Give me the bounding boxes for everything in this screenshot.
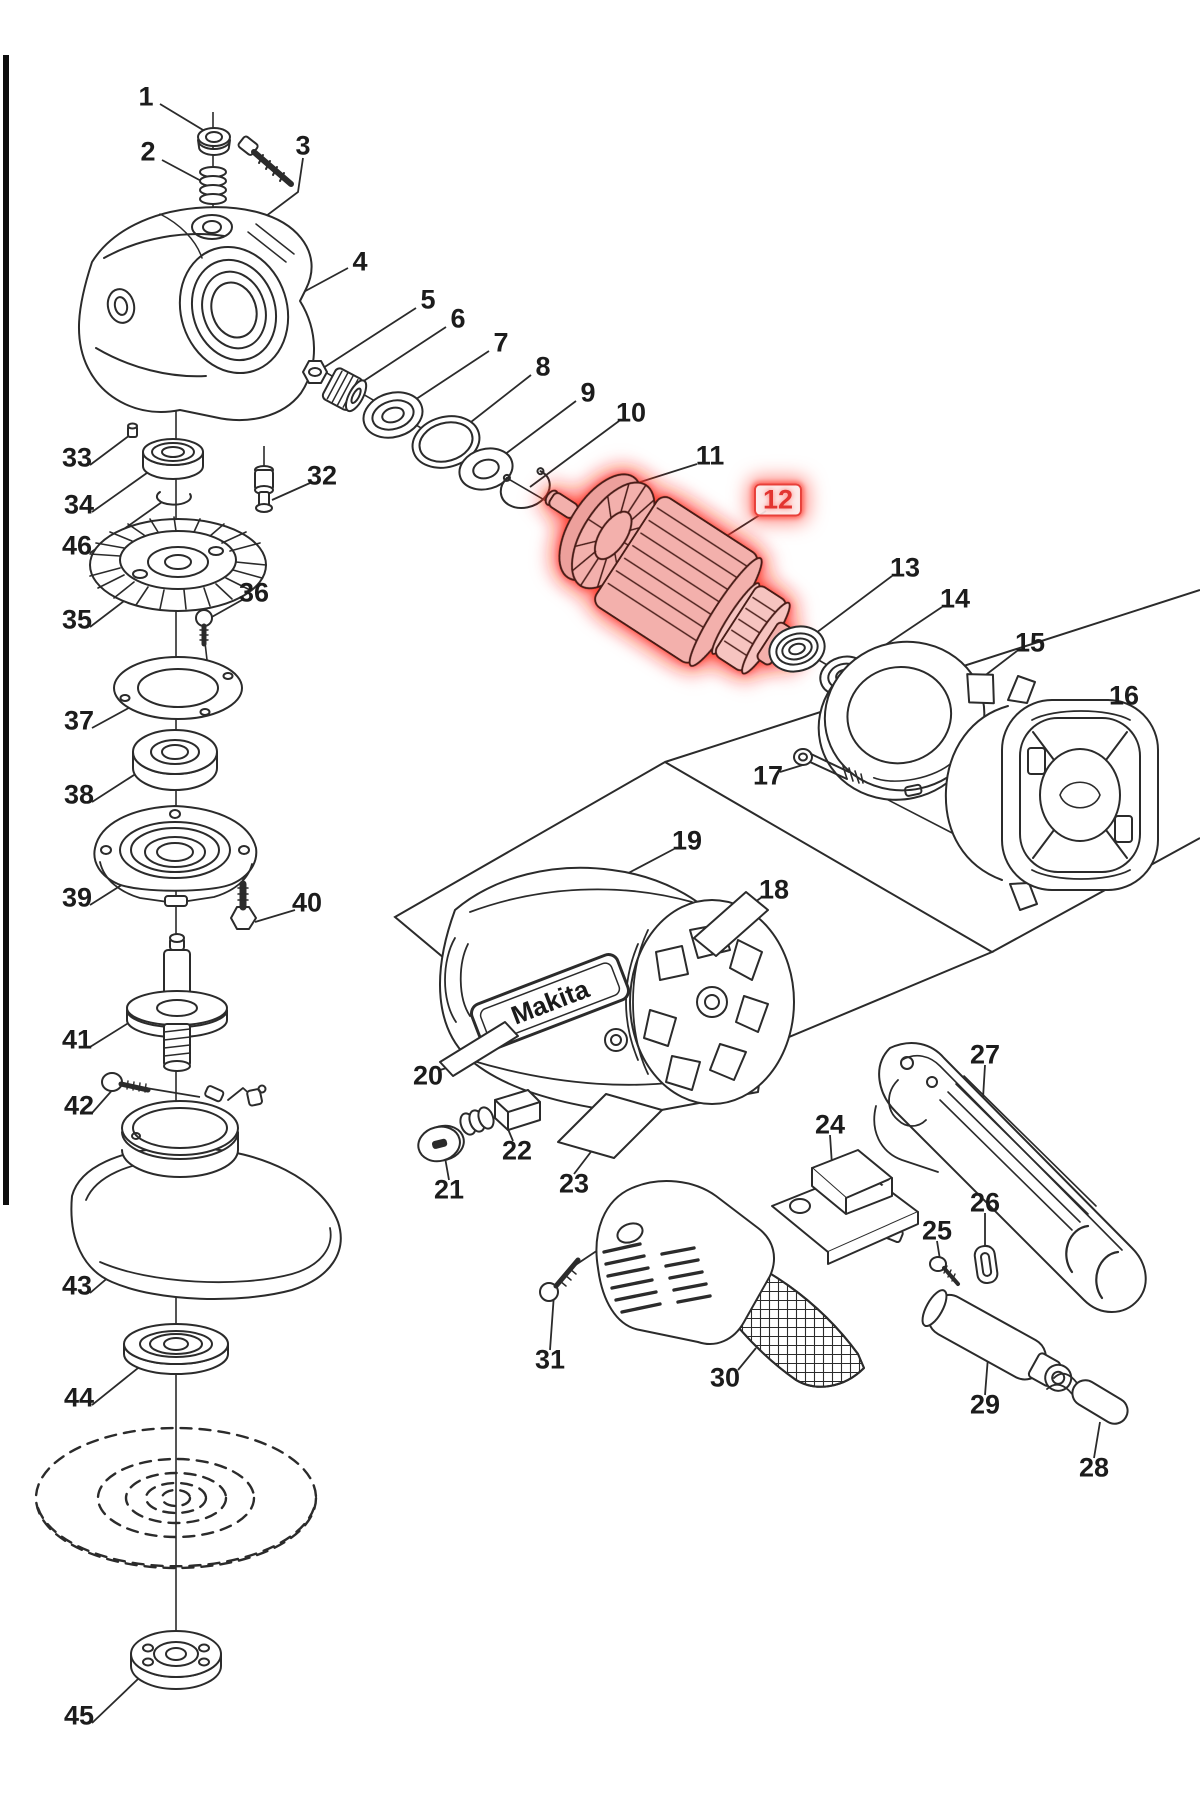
- grip-tube-part-29: [921, 1289, 1073, 1392]
- part-label-38: 38: [63, 779, 95, 810]
- part-label-43: 43: [61, 1270, 93, 1301]
- part-label-18: 18: [758, 874, 790, 905]
- circlip-part-10: [499, 467, 551, 509]
- part-label-30: 30: [709, 1362, 741, 1393]
- part-label-15: 15: [1014, 627, 1046, 658]
- screw-part-42: [101, 1072, 151, 1093]
- bearing-box-part-39: [93, 805, 258, 907]
- part-label-6: 6: [450, 303, 466, 334]
- part-label-9: 9: [580, 377, 596, 408]
- plate-part-37: [113, 656, 243, 720]
- part-label-39: 39: [61, 882, 93, 913]
- part-label-32: 32: [306, 460, 338, 491]
- part-label-27: 27: [969, 1039, 1001, 1070]
- grinding-wheel-phantom: [34, 1426, 318, 1570]
- part-label-11: 11: [695, 440, 725, 471]
- screw-part-3: [237, 135, 294, 187]
- part-label-20: 20: [412, 1060, 444, 1091]
- motor-housing-part-19: Makita: [439, 866, 795, 1115]
- shaft-lock-part-32: [254, 465, 274, 513]
- washer-part-9: [458, 447, 514, 491]
- brush-cap-part-21: [417, 1124, 465, 1163]
- screw-part-36: [195, 609, 213, 647]
- stator-part-16: [944, 675, 1159, 911]
- part-label-45: 45: [63, 1700, 95, 1731]
- part-label-22: 22: [501, 1135, 533, 1166]
- ball-bearing-part-34: [142, 438, 204, 480]
- hex-bolt-part-40: [230, 880, 257, 930]
- ring-part-8: [411, 415, 481, 469]
- part-label-4: 4: [352, 246, 368, 277]
- part-label-33: 33: [61, 442, 93, 473]
- inner-flange-part-44: [123, 1323, 229, 1375]
- wheel-guard-part-43: [70, 1084, 342, 1301]
- handle-cover-part-27: [873, 1042, 1147, 1313]
- part-label-37: 37: [63, 705, 95, 736]
- part-label-34: 34: [63, 489, 95, 520]
- snap-ring-part-46: [155, 491, 192, 506]
- part-label-17: 17: [752, 760, 784, 791]
- leader-lines: [89, 103, 1112, 1724]
- label-plate-part-20: [439, 1021, 519, 1077]
- rear-handle-part-30: [595, 1180, 865, 1388]
- part-label-29: 29: [969, 1389, 1001, 1420]
- label-plate-part-23: [557, 1093, 663, 1159]
- carbon-brush-part-22: [459, 1089, 541, 1136]
- part-label-7: 7: [493, 327, 509, 358]
- part-label-28: 28: [1078, 1452, 1110, 1483]
- part-label-44: 44: [63, 1382, 95, 1413]
- part-label-26: 26: [969, 1187, 1001, 1218]
- part-label-31: 31: [534, 1344, 566, 1375]
- power-cord-part-28: [1046, 1372, 1129, 1425]
- screw-part-25: [929, 1256, 960, 1286]
- part-label-25: 25: [921, 1215, 953, 1246]
- label-plate-part-18: [693, 891, 769, 957]
- part-label-35: 35: [61, 604, 93, 635]
- part-label-14: 14: [939, 583, 971, 614]
- armature-part-12-highlighted: [544, 473, 801, 675]
- part-label-10: 10: [615, 397, 647, 428]
- sleeve-part-26: [973, 1244, 999, 1285]
- cap-part-1: [197, 127, 231, 156]
- switch-part-24: [771, 1149, 919, 1265]
- left-edge-bar: [3, 55, 9, 1205]
- gear-housing-part-4: [77, 206, 315, 421]
- baffle-plate-part-15: [817, 640, 995, 801]
- part-label-3: 3: [295, 130, 311, 161]
- part-label-19: 19: [671, 825, 703, 856]
- lock-nut-part-45: [130, 1630, 222, 1690]
- part-label-41: 41: [61, 1024, 93, 1055]
- part-label-24: 24: [814, 1109, 846, 1140]
- part-label-5: 5: [420, 284, 436, 315]
- part-label-13: 13: [889, 552, 921, 583]
- screw-part-31: [539, 1257, 581, 1302]
- part-label-12: 12: [753, 483, 803, 517]
- nut-part-5: [302, 360, 328, 384]
- ball-bearing-part-13: [768, 625, 826, 673]
- spring-part-2: [199, 166, 227, 205]
- ball-bearing-part-7: [362, 391, 424, 439]
- part-label-42: 42: [63, 1090, 95, 1121]
- part-label-46: 46: [61, 530, 93, 561]
- part-label-40: 40: [291, 887, 323, 918]
- part-label-23: 23: [558, 1168, 590, 1199]
- pan-head-screw-part-17: [793, 748, 864, 784]
- pinion-gear-part-6: [321, 367, 368, 413]
- ball-bearing-part-38: [132, 729, 218, 791]
- pin-part-33: [127, 422, 138, 438]
- part-label-8: 8: [535, 351, 551, 382]
- part-label-1: 1: [138, 81, 154, 112]
- bevel-gear-part-35: [89, 516, 267, 612]
- part-label-16: 16: [1108, 680, 1140, 711]
- part-label-21: 21: [433, 1174, 465, 1205]
- part-label-36: 36: [238, 577, 270, 608]
- spindle-part-41: [126, 933, 228, 1072]
- part-label-2: 2: [140, 136, 156, 167]
